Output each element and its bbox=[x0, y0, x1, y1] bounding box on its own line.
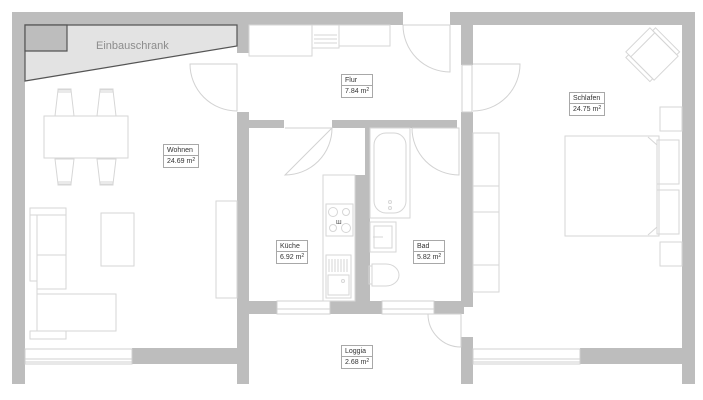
kueche-furniture: ш bbox=[322, 174, 356, 302]
room-label-flur: Flur 7.84 m2 bbox=[341, 74, 374, 98]
door-loggia-swing bbox=[427, 313, 462, 348]
room-label-loggia: Loggia 2.68 m2 bbox=[341, 345, 374, 369]
room-name: Schlafen bbox=[570, 93, 605, 104]
room-area: 24.75 m2 bbox=[573, 105, 602, 114]
built-in-closet: Einbauschrank bbox=[24, 24, 238, 82]
door-entry-swing bbox=[402, 24, 451, 73]
toilet bbox=[371, 263, 400, 287]
bathtub bbox=[373, 132, 407, 214]
windows bbox=[24, 64, 581, 365]
room-name: Loggia bbox=[342, 346, 373, 357]
room-area: 5.82 m2 bbox=[417, 253, 442, 262]
room-area: 6.92 m2 bbox=[280, 253, 305, 262]
room-name: Küche bbox=[277, 241, 308, 252]
closet-label: Einbauschrank bbox=[96, 40, 169, 52]
room-label-kueche: Küche 6.92 m2 bbox=[276, 240, 309, 264]
flur-furniture bbox=[248, 24, 391, 57]
wohnen-furniture bbox=[29, 88, 238, 340]
room-label-bad: Bad 5.82 m2 bbox=[413, 240, 446, 264]
schlafen-furniture bbox=[472, 27, 683, 293]
doors bbox=[189, 24, 521, 348]
bed bbox=[564, 135, 660, 237]
room-label-schlafen: Schlafen 24.75 m2 bbox=[569, 92, 606, 116]
room-area: 24.69 m2 bbox=[167, 157, 196, 166]
door-bad-swing bbox=[411, 127, 460, 176]
walls bbox=[12, 12, 695, 384]
room-area: 2.68 m2 bbox=[345, 358, 370, 367]
room-name: Wohnen bbox=[164, 145, 199, 156]
bad-furniture bbox=[368, 127, 411, 287]
washbasin bbox=[369, 221, 397, 253]
sink bbox=[325, 254, 352, 299]
dining-table bbox=[43, 115, 129, 159]
room-name: Flur bbox=[342, 75, 373, 86]
door-schlafen-swing bbox=[472, 63, 521, 112]
room-name: Bad bbox=[414, 241, 445, 252]
room-label-wohnen: Wohnen 24.69 m2 bbox=[163, 144, 200, 168]
room-area: 7.84 m2 bbox=[345, 87, 370, 96]
stove bbox=[325, 203, 354, 237]
door-wohnen-swing bbox=[189, 63, 238, 112]
door-kueche-swing bbox=[283, 127, 334, 176]
svg-text:ш: ш bbox=[336, 219, 342, 226]
